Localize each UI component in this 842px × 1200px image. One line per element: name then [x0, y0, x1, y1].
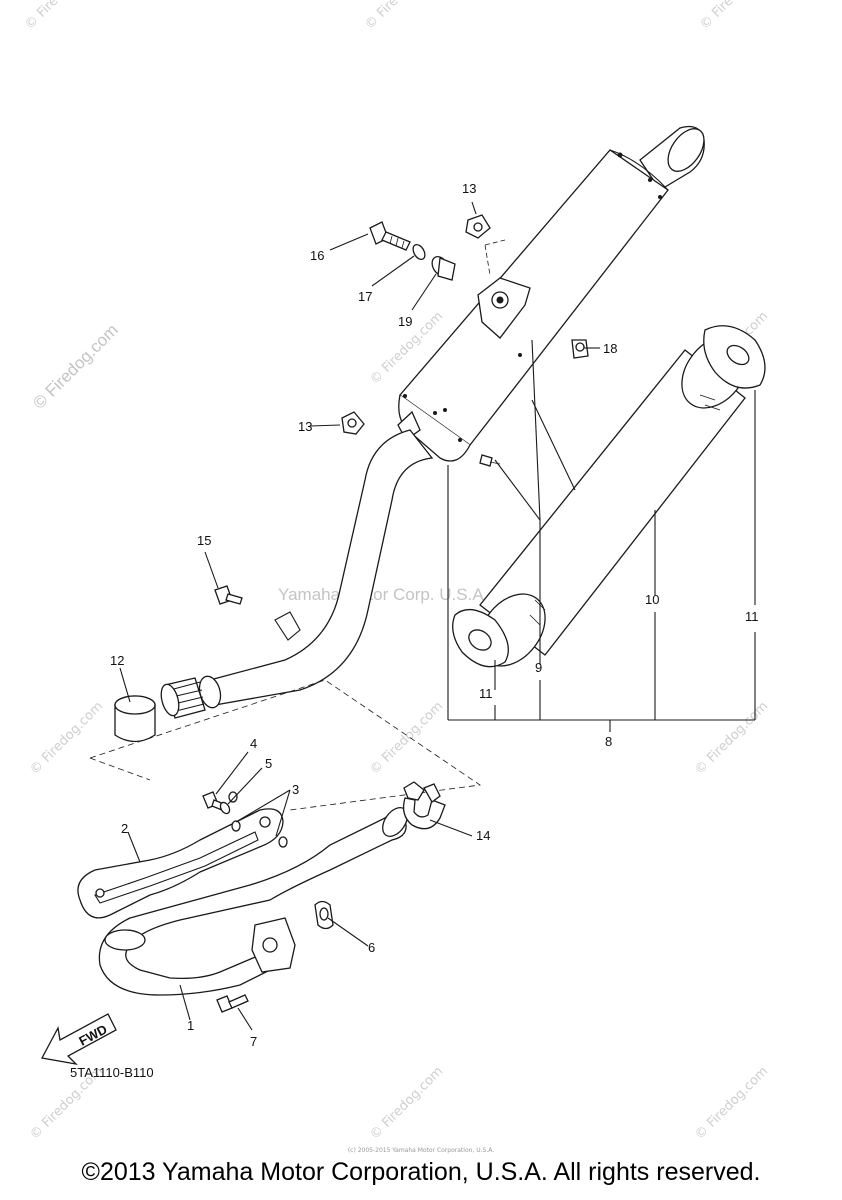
- diagram-code: 5TA1110-B110: [70, 1065, 154, 1080]
- footer-small-print: (c) 2005-2015 Yamaha Motor Corporation, …: [347, 1147, 495, 1154]
- callout-18: 18: [603, 341, 617, 356]
- center-watermark: Yamaha Motor Corp. U.S.A.: [278, 585, 488, 604]
- muffler-hardware: [214, 214, 589, 605]
- link-pipe: [160, 429, 434, 719]
- leader-lines: [119, 201, 756, 1031]
- watermark-tile: © Firedog.com: [22, 0, 101, 33]
- muffler-assembly: [397, 149, 669, 462]
- heat-protector: [77, 808, 284, 919]
- callout-4: 4: [250, 736, 257, 751]
- callout-10: 10: [645, 592, 659, 607]
- watermark-tile: © Firedog.com: [27, 699, 106, 778]
- callout-13-top: 13: [462, 181, 476, 196]
- watermark-tile: © Firedog.com: [367, 1064, 446, 1143]
- callout-6: 6: [368, 940, 375, 955]
- watermark-tile: © Firedog.com: [692, 699, 771, 778]
- side-watermark: © Firedog.com: [29, 320, 121, 412]
- reference-lines: [89, 239, 506, 811]
- watermark-tile: © Firedog.com: [367, 699, 446, 778]
- callout-5: 5: [265, 756, 272, 771]
- callout-2: 2: [121, 821, 128, 836]
- callout-3: 3: [292, 782, 299, 797]
- callout-11-left: 11: [479, 686, 493, 701]
- gasket-12: [114, 695, 156, 743]
- copyright-footer: ©2013 Yamaha Motor Corporation, U.S.A. A…: [81, 1158, 761, 1186]
- watermark-tile: © Firedog.com: [692, 1064, 771, 1143]
- muffler-tailpipe: [639, 125, 705, 191]
- svg-text:FWD: FWD: [76, 1022, 109, 1049]
- watermark-tile: © Firedog.com: [697, 0, 776, 33]
- callouts: 1 2 3 4 5 6 7 8 9 10 11 11 12 13 13 14 1…: [110, 181, 759, 1049]
- callout-15: 15: [197, 533, 211, 548]
- watermark-tile: © Firedog.com: [362, 0, 441, 33]
- callout-14: 14: [476, 828, 490, 843]
- callout-9: 9: [535, 660, 542, 675]
- callout-7: 7: [250, 1034, 257, 1049]
- callout-16: 16: [310, 248, 324, 263]
- callout-8: 8: [605, 734, 612, 749]
- callout-12: 12: [110, 653, 124, 668]
- callout-17: 17: [358, 289, 372, 304]
- callout-1: 1: [187, 1018, 194, 1033]
- fwd-arrow-icon: FWD: [41, 1013, 117, 1065]
- pipe-clamp: [402, 781, 446, 830]
- callout-13-lower: 13: [298, 419, 312, 434]
- callout-11-right: 11: [745, 609, 759, 624]
- callout-19: 19: [398, 314, 412, 329]
- end-caps: [452, 325, 766, 668]
- exhaust-header-pipe: [98, 807, 408, 996]
- small-fasteners: [202, 791, 334, 1013]
